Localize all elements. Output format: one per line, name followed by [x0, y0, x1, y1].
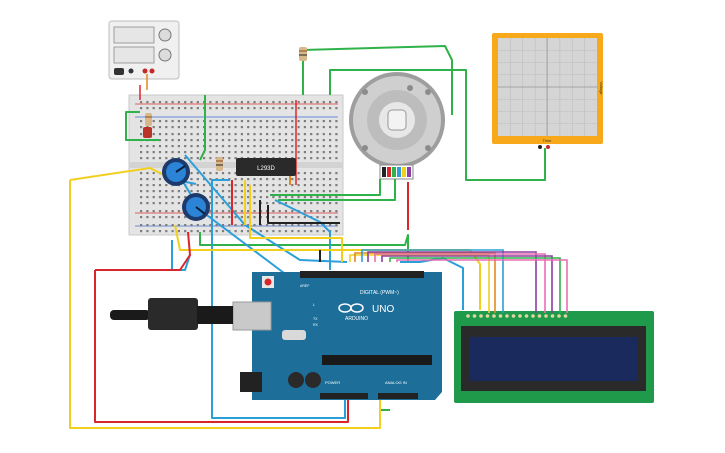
arduino-aref-label: AREF	[300, 284, 309, 288]
led[interactable]	[143, 127, 152, 138]
power-supply[interactable]	[108, 20, 180, 80]
motor-connector-pins	[382, 167, 411, 177]
resistor-3[interactable]	[145, 113, 152, 126]
arduino-analog-label: ANALOG IN	[385, 380, 407, 385]
resistor-1[interactable]	[299, 47, 307, 61]
driver-ic-label: L293D	[257, 166, 275, 172]
arduino-logo: UNO	[372, 304, 394, 315]
arduino-logo-icon	[338, 303, 364, 313]
scope-y-label: Voltage	[599, 81, 604, 95]
usb-cable	[110, 298, 233, 330]
arduino-digital-label: DIGITAL (PWM~)	[360, 290, 399, 296]
arduino-rx-label: RX	[313, 323, 319, 327]
arduino-power-label: POWER	[325, 380, 340, 385]
potentiometer-2[interactable]	[182, 193, 210, 221]
oscilloscope[interactable]: Time Voltage	[492, 33, 604, 149]
resistor-2[interactable]	[216, 157, 223, 171]
dc-motor[interactable]	[349, 72, 445, 180]
breadboard-holes	[140, 101, 338, 233]
potentiometer-1[interactable]	[162, 158, 190, 186]
wires	[69, 45, 546, 429]
lcd-16x2[interactable]	[454, 311, 654, 403]
arduino-tx-label: TX	[313, 317, 318, 321]
lcd-pin-header	[466, 314, 568, 318]
driver-ic[interactable]: L293D	[236, 158, 296, 176]
arduino-l-label: L	[313, 303, 315, 307]
lcd-wires	[349, 249, 568, 313]
arduino-uno[interactable]: ARDUINO UNO DIGITAL (PWM~) POWER ANALOG …	[232, 271, 442, 400]
arduino-brand: ARDUINO	[345, 316, 368, 322]
scope-x-label: Time	[543, 138, 553, 143]
